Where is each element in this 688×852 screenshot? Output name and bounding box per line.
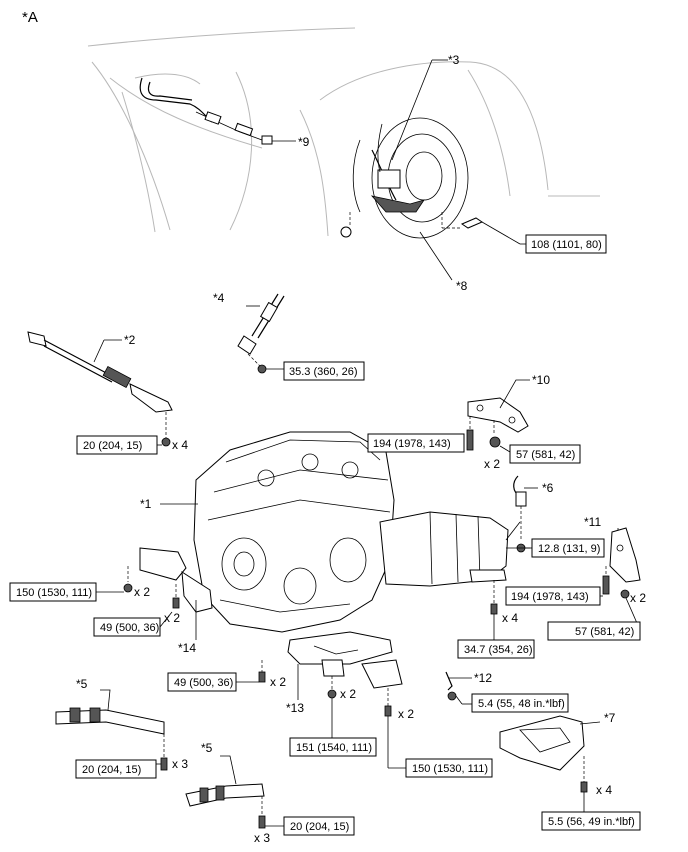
svg-text:57 (581, 42): 57 (581, 42) [575, 626, 634, 638]
callout-6: *6 [542, 481, 554, 495]
engine-bracket-5-upper [55, 689, 168, 771]
torque-box-12-8: 12.8 (131, 9) [525, 538, 605, 558]
svg-text:151 (1540, 111): 151 (1540, 111) [296, 742, 372, 754]
torque-box-20-c: 20 (204, 15) [265, 816, 355, 836]
engine-assembly-1 [139, 431, 530, 689]
undercover-7 [499, 715, 601, 793]
front-brake-assembly [340, 117, 521, 245]
torque-box-20-b: 20 (204, 15) [75, 759, 161, 779]
engine-mount-bracket-11 [602, 527, 641, 599]
torque-box-5-4: 5.4 (55, 48 in.*lbf) [462, 693, 569, 713]
svg-text:57 (581, 42): 57 (581, 42) [516, 449, 575, 461]
qty-x3-b: x 3 [254, 831, 270, 845]
qty-x3-a: x 3 [172, 757, 188, 771]
qty-x2-g: x 2 [398, 707, 414, 721]
torque-box-49-a: 49 (500, 36) [93, 611, 173, 637]
svg-text:20 (204, 15): 20 (204, 15) [290, 821, 349, 833]
callout-14: *14 [178, 641, 196, 655]
callout-10: *10 [532, 373, 550, 387]
svg-text:12.8 (131, 9): 12.8 (131, 9) [538, 543, 600, 555]
torque-box-151: 151 (1540, 111) [289, 698, 377, 757]
callout-7: *7 [604, 711, 616, 725]
qty-x2-f: x 2 [340, 687, 356, 701]
svg-text:20 (204, 15): 20 (204, 15) [83, 440, 142, 452]
stabilizer-rod-2 [27, 331, 173, 447]
steering-intermediate-shaft-4 [237, 293, 285, 374]
svg-text:150 (1530, 111): 150 (1530, 111) [412, 763, 488, 775]
wire-harness-9 [139, 77, 296, 145]
torque-box-108: 108 (1101, 80) [520, 234, 607, 254]
figure-label: *A [22, 9, 38, 26]
engine-mount-bracket-10 [466, 379, 530, 451]
engine-fasteners [123, 566, 498, 717]
torque-box-57-a: 57 (581, 42) [499, 444, 581, 464]
qty-x2-b: x 2 [134, 585, 150, 599]
svg-text:194 (1978, 143): 194 (1978, 143) [511, 591, 589, 603]
svg-text:5.4 (55, 48 in.*lbf): 5.4 (55, 48 in.*lbf) [478, 698, 565, 710]
callout-1: *1 [140, 497, 152, 511]
torque-box-194-b: 194 (1978, 143) [505, 586, 603, 606]
torque-box-150-a: 150 (1530, 111) [9, 582, 124, 602]
torque-box-34-7: 34.7 (354, 26) [457, 614, 535, 659]
callout-9: *9 [298, 135, 310, 149]
qty-x4-c: x 4 [596, 783, 612, 797]
svg-text:108 (1101, 80): 108 (1101, 80) [531, 239, 602, 251]
torque-box-150-b: 150 (1530, 111) [387, 716, 493, 778]
leader-3 [391, 59, 433, 161]
qty-x4-b: x 4 [502, 611, 518, 625]
callout-5-lower: *5 [201, 741, 213, 755]
vehicle-body-outline [87, 27, 600, 237]
torque-box-194-a: 194 (1978, 143) [367, 433, 465, 453]
callout-11: *11 [584, 515, 601, 529]
svg-text:35.3 (360, 26): 35.3 (360, 26) [289, 366, 358, 378]
torque-box-49-b: 49 (500, 36) [167, 672, 259, 692]
svg-text:49 (500, 36): 49 (500, 36) [100, 622, 159, 634]
callout-8: *8 [456, 279, 468, 293]
callout-12: *12 [474, 671, 492, 685]
torque-box-20-a: 20 (204, 15) [76, 435, 162, 455]
leader-8 [419, 231, 453, 281]
svg-text:150 (1530, 111): 150 (1530, 111) [16, 587, 92, 599]
callout-4: *4 [213, 291, 225, 305]
torque-box-57-b: 57 (581, 42) [547, 597, 641, 641]
svg-text:49 (500, 36): 49 (500, 36) [174, 677, 233, 689]
callout-3: *3 [448, 53, 460, 67]
sensor-12 [445, 671, 472, 705]
svg-text:194 (1978, 143): 194 (1978, 143) [373, 438, 451, 450]
svg-text:34.7 (354, 26): 34.7 (354, 26) [464, 644, 533, 656]
qty-x2-c: x 2 [164, 611, 180, 625]
qty-x2-d: x 2 [630, 591, 646, 605]
callout-5-upper: *5 [76, 677, 88, 691]
torque-box-5-5: 5.5 (56, 49 in.*lbf) [541, 792, 641, 831]
callout-2: *2 [124, 333, 136, 347]
svg-text:5.5 (56, 49 in.*lbf): 5.5 (56, 49 in.*lbf) [548, 816, 635, 828]
engine-bracket-5-lower [185, 755, 266, 829]
callout-13: *13 [286, 701, 304, 715]
svg-text:20 (204, 15): 20 (204, 15) [82, 764, 141, 776]
qty-x2-a: x 2 [484, 457, 500, 471]
qty-x2-e: x 2 [270, 675, 286, 689]
qty-x4-a: x 4 [172, 438, 188, 452]
torque-box-35-3: 35.3 (360, 26) [283, 361, 365, 381]
